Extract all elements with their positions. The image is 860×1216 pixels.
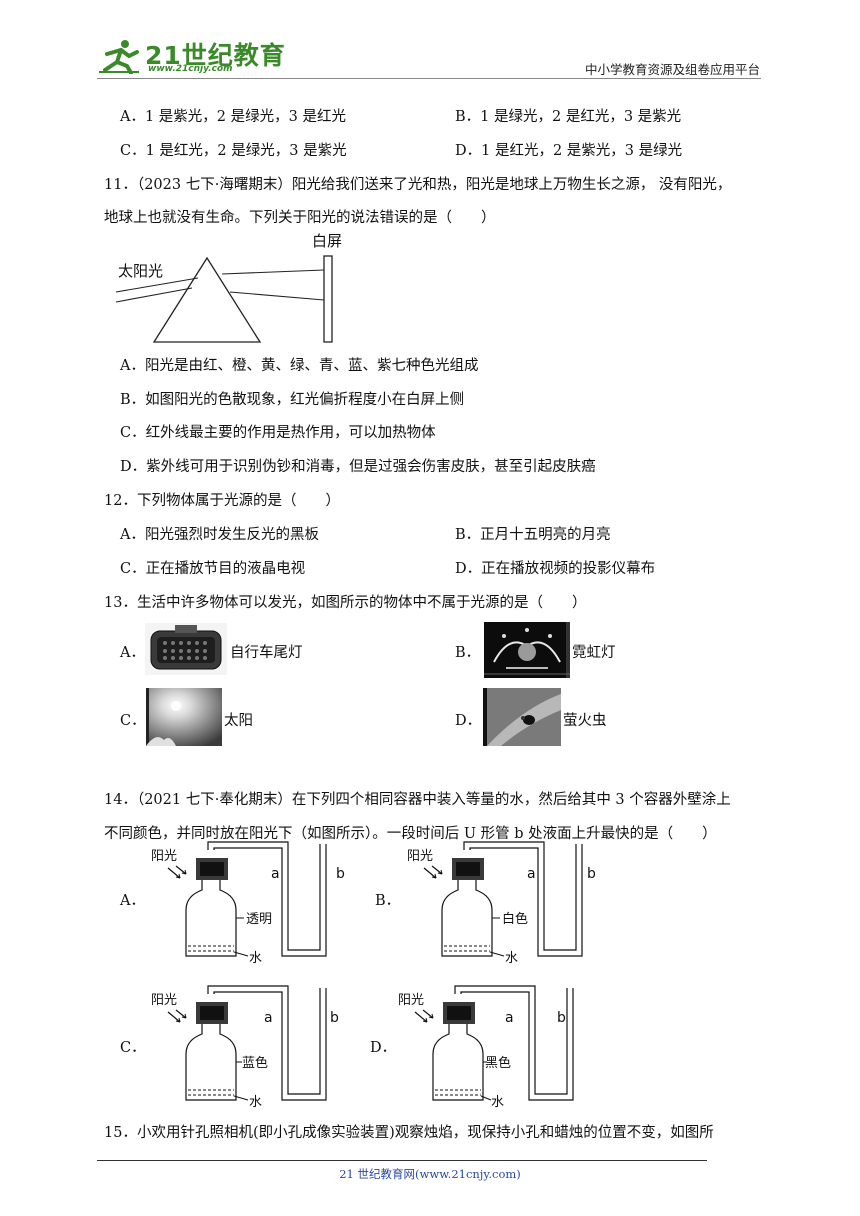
q14-option-a-letter: A． xyxy=(120,893,145,909)
q13-stem: 13．生活中许多物体可以发光，如图所示的物体中不属于光源的是（ ） xyxy=(104,595,587,611)
q13-option-c-letter: C． xyxy=(120,713,146,729)
water-label: 水 xyxy=(505,951,518,966)
b-label: b xyxy=(587,866,596,882)
q11-option-d: D．紫外线可用于识别伪钞和消毒，但是过强会伤害皮肤，甚至引起皮肤癌 xyxy=(120,459,596,475)
container-color-label: 蓝色 xyxy=(242,1055,268,1071)
logo-url: www.21cnjy.com xyxy=(148,64,233,74)
q13-option-a-label: 自行车尾灯 xyxy=(230,645,303,661)
q14-option-c-letter: C． xyxy=(120,1040,146,1056)
a-label: a xyxy=(527,866,536,882)
q12-option-b: B．正月十五明亮的月亮 xyxy=(455,527,611,543)
q10-option-c: C．1 是红光，2 是绿光，3 是紫光 xyxy=(120,143,347,159)
sun-label: 阳光 xyxy=(151,849,177,864)
q11-stem-line2: 地球上也就没有生命。下列关于阳光的说法错误的是（ ） xyxy=(104,210,496,226)
container-color-label: 黑色 xyxy=(485,1055,511,1071)
q12-option-a: A．阳光强烈时发生反光的黑板 xyxy=(120,527,319,543)
q12-option-c: C．正在播放节目的液晶电视 xyxy=(120,561,306,577)
firefly-image xyxy=(483,688,561,746)
q12-stem: 12．下列物体属于光源的是（ ） xyxy=(104,493,340,509)
q14-apparatus-c: 阳光 a b 蓝色 水 xyxy=(151,985,339,1110)
sunlight-label: 太阳光 xyxy=(118,262,163,280)
neon-light-image xyxy=(484,622,570,678)
sun-label: 阳光 xyxy=(398,993,424,1008)
q13-option-a-letter: A． xyxy=(120,645,145,661)
q10-option-d: D．1 是红光，2 是紫光，3 是绿光 xyxy=(455,143,683,159)
q14-apparatus-b: 阳光 a b 白色 水 xyxy=(407,841,596,966)
q10-option-a: A．1 是紫光，2 是绿光，3 是红光 xyxy=(120,109,346,125)
container-color-label: 白色 xyxy=(502,911,528,927)
b-label: b xyxy=(330,1010,339,1026)
logo-runner-icon xyxy=(99,40,139,74)
prism-dispersion-figure: 白屏 太阳光 xyxy=(115,232,342,343)
header-divider xyxy=(97,78,761,79)
footer-text: 21 世纪教育网(www.21cnjy.com) xyxy=(339,1167,521,1181)
q12-option-d: D．正在播放视频的投影仪幕布 xyxy=(455,561,656,577)
water-label: 水 xyxy=(491,1095,504,1110)
q11-option-a: A．阳光是由红、橙、黄、绿、青、蓝、紫七种色光组成 xyxy=(120,358,479,374)
logo-text: 21世纪教育 xyxy=(145,41,286,70)
bike-taillight-image xyxy=(145,623,227,675)
q13-option-b-letter: B． xyxy=(455,645,481,661)
container-color-label: 透明 xyxy=(246,912,272,927)
q13-option-b-label: 霓虹灯 xyxy=(572,645,616,661)
q14-stem-line2: 不同颜色，并同时放在阳光下（如图所示）。一段时间后 U 形管 b 处液面上升最快… xyxy=(104,826,717,842)
q14-option-b-letter: B． xyxy=(375,893,401,909)
q14-option-d-letter: D． xyxy=(370,1040,397,1056)
q14-stem-line1: 14．（2021 七下·奉化期末）在下列四个相同容器中装入等量的水，然后给其中 … xyxy=(104,792,731,808)
q13-option-c-label: 太阳 xyxy=(224,713,253,729)
footer-divider xyxy=(97,1160,707,1161)
q11-option-c: C．红外线最主要的作用是热作用，可以加热物体 xyxy=(120,425,436,441)
q14-apparatus-a: 阳光 a b 透明 水 xyxy=(151,841,345,966)
b-label: b xyxy=(336,866,345,882)
water-label: 水 xyxy=(249,1095,262,1110)
sun-label: 阳光 xyxy=(407,849,433,864)
q14-apparatus-d: 阳光 a b 黑色 水 xyxy=(398,985,574,1110)
screen-label: 白屏 xyxy=(312,232,342,250)
a-label: a xyxy=(505,1010,514,1026)
sun-image xyxy=(146,688,222,746)
q10-option-b: B．1 是绿光，2 是红光，3 是紫光 xyxy=(455,109,682,125)
q13-option-d-letter: D． xyxy=(455,713,482,729)
b-label: b xyxy=(557,1010,566,1026)
q13-option-d-label: 萤火虫 xyxy=(563,713,607,729)
q11-option-b: B．如图阳光的色散现象，红光偏折程度小在白屏上侧 xyxy=(120,392,465,408)
q11-stem-line1: 11．（2023 七下·海曙期末）阳光给我们送来了光和热，阳光是地球上万物生长之… xyxy=(104,177,732,193)
a-label: a xyxy=(264,1010,273,1026)
sun-label: 阳光 xyxy=(151,993,177,1008)
header-platform-text: 中小学教育资源及组卷应用平台 xyxy=(584,62,760,77)
a-label: a xyxy=(271,866,280,882)
water-label: 水 xyxy=(249,951,262,966)
q15-stem-line1: 15．小欢用针孔照相机(即小孔成像实验装置)观察烛焰，现保持小孔和蜡烛的位置不变… xyxy=(104,1125,714,1141)
